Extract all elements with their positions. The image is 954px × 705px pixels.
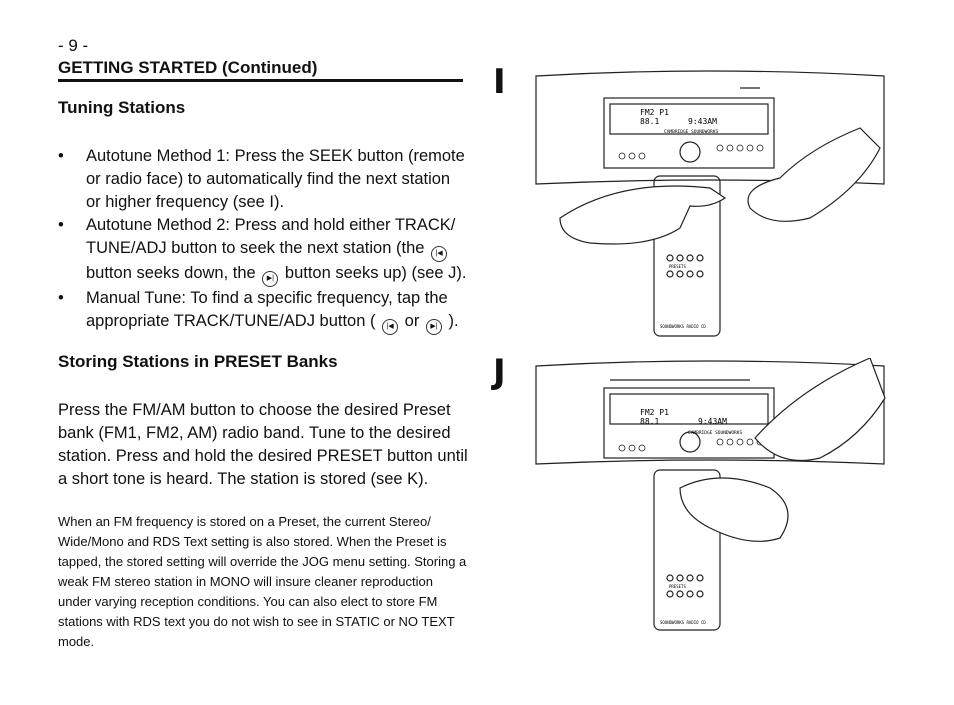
remote-control: [653, 469, 721, 631]
radio-buttons: [618, 144, 764, 160]
hand-illustration: [559, 127, 881, 245]
storing-paragraph: Press the FM/AM button to choose the des…: [58, 401, 468, 488]
remote-presets-label: PRESETS: [669, 584, 686, 589]
figure-label-j: J: [493, 352, 506, 392]
display-station: FM2 P1: [640, 108, 669, 117]
bullet-autotune-1: •Autotune Method 1: Press the SEEK butto…: [58, 147, 465, 211]
storing-note: When an FM frequency is stored on a Pres…: [58, 514, 467, 649]
bullet-text: Autotune Method 1: Press the SEEK button…: [86, 147, 465, 211]
remote-brand: SOUNDWORKS RADIO CD: [660, 324, 706, 329]
display-station: FM2 P1: [640, 408, 669, 417]
figure-label-i: I: [493, 62, 506, 102]
figure-j-illustration: FM2 P1 88.1 9:43AM CAMBRIDGE SOUNDWORKS …: [535, 358, 886, 631]
bullet-autotune-2: •Autotune Method 2: Press and hold eithe…: [58, 214, 468, 287]
remote-brand: SOUNDWORKS RADIO CD: [660, 620, 706, 625]
radio-brand: CAMBRIDGE SOUNDWORKS: [688, 430, 742, 436]
tuning-heading: Tuning Stations: [58, 98, 186, 117]
page-number: - 9 -: [58, 36, 89, 55]
bullet-text: ).: [448, 312, 459, 330]
radio-buttons: [618, 438, 764, 452]
remote-control: [653, 175, 721, 337]
radio-brand: CAMBRIDGE SOUNDWORKS: [664, 129, 718, 135]
remote-presets-label: PRESETS: [669, 264, 686, 269]
bullet-text: or: [404, 312, 420, 330]
page-title: GETTING STARTED (Continued): [58, 58, 318, 77]
bullet-text: Autotune Method 2: Press and hold either…: [86, 216, 456, 257]
track-forward-icon: ▶|: [425, 319, 442, 335]
bullet-manual-tune: •Manual Tune: To find a specific frequen…: [58, 287, 468, 335]
track-back-icon: |◀: [382, 319, 399, 335]
tuning-bullet-list: •Autotune Method 1: Press the SEEK butto…: [58, 145, 468, 335]
figure-i-illustration: FM2 P1 88.1 9:43AM CAMBRIDGE SOUNDWORKS …: [535, 70, 885, 337]
track-forward-icon: ▶|: [262, 271, 279, 287]
bullet-text: Manual Tune: To find a specific frequenc…: [86, 289, 448, 330]
bullet-text: button seeks down, the: [86, 264, 256, 282]
display-time: 9:43AM: [688, 117, 717, 126]
storing-heading: Storing Stations in PRESET Banks: [58, 352, 338, 371]
radio-unit: [535, 70, 885, 185]
bullet-text: button seeks up) (see J).: [284, 264, 467, 282]
hand-illustration: [679, 358, 886, 542]
display-time: 9:43AM: [698, 417, 727, 426]
track-back-icon: |◀: [431, 246, 448, 262]
display-frequency: 88.1: [640, 417, 659, 426]
title-rule: [58, 79, 463, 82]
display-frequency: 88.1: [640, 117, 659, 126]
